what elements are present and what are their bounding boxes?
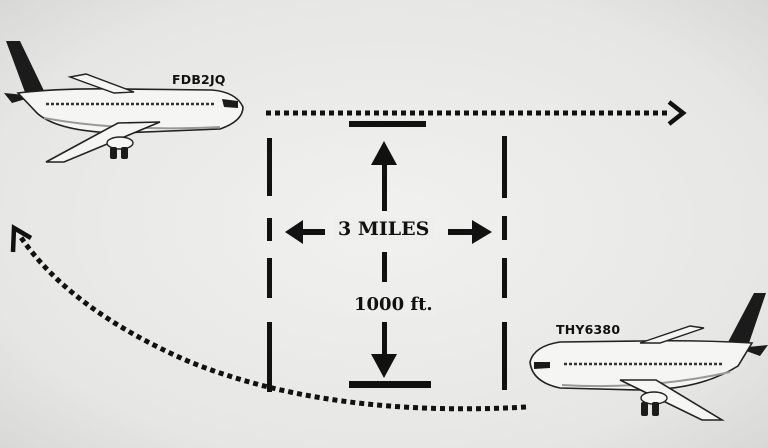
right-boundary-line bbox=[502, 136, 507, 390]
upper-flight-path-arrow bbox=[266, 100, 687, 126]
airplane-bottom-icon bbox=[529, 293, 768, 421]
lower-flight-path-arrow bbox=[10, 224, 527, 412]
callsign-top: FDB2JQ bbox=[172, 72, 226, 87]
upper-altitude-bar bbox=[349, 121, 426, 127]
vertical-down-arrow bbox=[371, 252, 397, 378]
vertical-up-arrow bbox=[371, 141, 397, 211]
left-boundary-line bbox=[267, 138, 272, 392]
right-lateral-arrow bbox=[448, 220, 492, 244]
lower-altitude-bar bbox=[349, 381, 431, 388]
lateral-separation-label: 3 MILES bbox=[334, 218, 434, 240]
callsign-bottom: THY6380 bbox=[556, 322, 621, 337]
left-lateral-arrow bbox=[285, 220, 325, 244]
vertical-separation-label: 1000 ft. bbox=[351, 294, 436, 315]
airplane-top-icon bbox=[4, 41, 244, 163]
